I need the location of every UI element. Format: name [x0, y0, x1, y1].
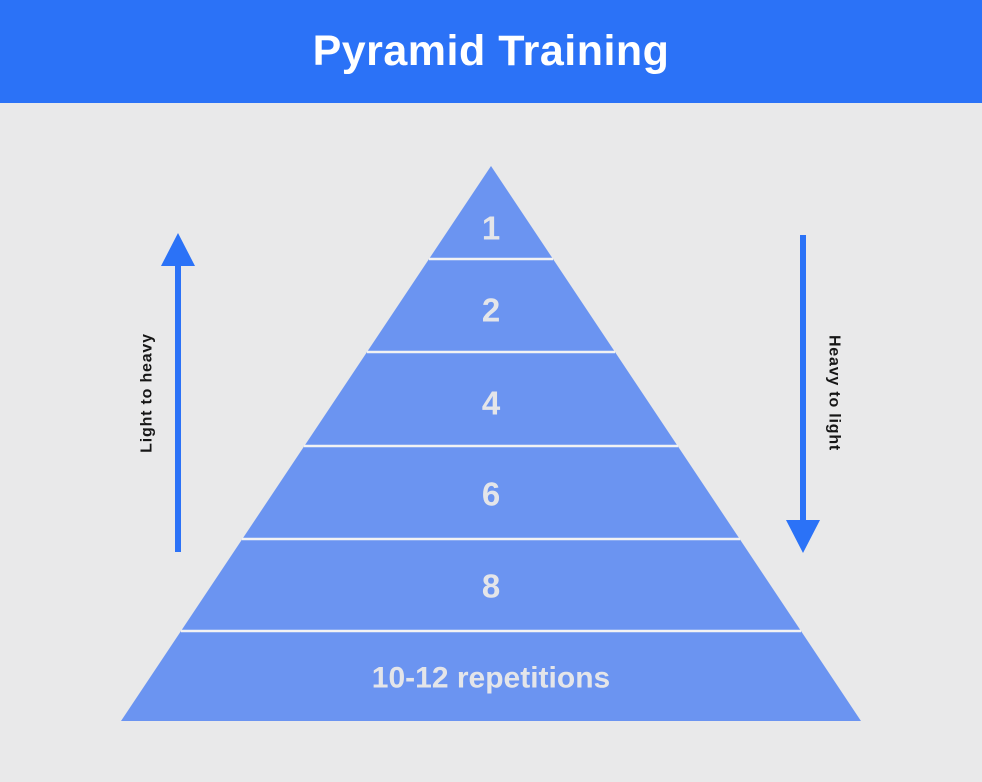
level-label-3: 4 [482, 385, 501, 422]
down-arrow-head [786, 520, 820, 553]
level-label-2: 2 [482, 292, 500, 329]
level-label-1: 1 [482, 210, 500, 247]
down-arrow-icon [786, 235, 820, 553]
header-banner: Pyramid Training [0, 0, 982, 103]
page-title: Pyramid Training [312, 27, 670, 75]
pyramid-shape [121, 166, 861, 721]
up-arrow-icon [161, 233, 195, 552]
level-label-4: 6 [482, 476, 500, 513]
level-label-6: 10-12 repetitions [372, 662, 610, 695]
left-axis-label: Light to heavy [139, 333, 156, 453]
up-arrow-head [161, 233, 195, 266]
right-axis-label: Heavy to light [826, 335, 843, 451]
level-label-5: 8 [482, 568, 500, 605]
